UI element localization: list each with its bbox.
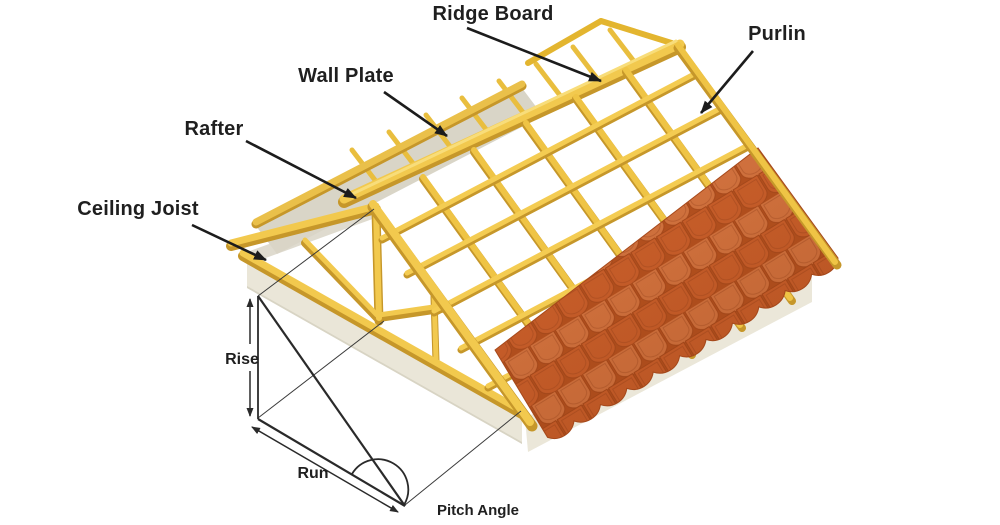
roof-tiles <box>494 147 839 439</box>
far-wall-plate-beam <box>252 80 526 226</box>
king-post <box>373 205 382 321</box>
run-label: Run <box>297 465 328 482</box>
ceiling-joist-beam <box>239 249 526 415</box>
pitch-triangle-diagram: Rise Run Pitch Angle <box>225 208 522 519</box>
pitch-angle-label: Pitch Angle <box>437 502 519 519</box>
gable-left-rafter <box>227 202 380 247</box>
rafter-arrow <box>245 139 357 200</box>
ridge-board-label: Ridge Board <box>432 3 553 25</box>
gable-truss <box>226 202 527 419</box>
ceiling-joist-arrow <box>191 223 267 262</box>
callout-arrows <box>191 26 754 262</box>
run-arrow <box>251 426 399 513</box>
gable-right-rafter <box>369 200 534 426</box>
ridge-board-arrow <box>466 26 602 83</box>
wall-plate-arrow <box>383 90 448 138</box>
projection-lines <box>257 208 522 506</box>
purlin-arrow <box>700 50 754 114</box>
gable-strut-left <box>302 237 380 318</box>
purlin-label: Purlin <box>748 23 806 45</box>
rear-verge-rafter <box>673 42 842 270</box>
wall-plate-label: Wall Plate <box>298 65 394 87</box>
rafter-label: Rafter <box>185 118 244 140</box>
rise-label: Rise <box>225 351 259 368</box>
ceiling-joist-label: Ceiling Joist <box>77 198 199 220</box>
gable-stud <box>431 291 439 362</box>
callout-labels: Ridge Board Purlin Wall Plate Rafter Cei… <box>77 3 806 220</box>
dimension-arrows <box>246 298 399 513</box>
